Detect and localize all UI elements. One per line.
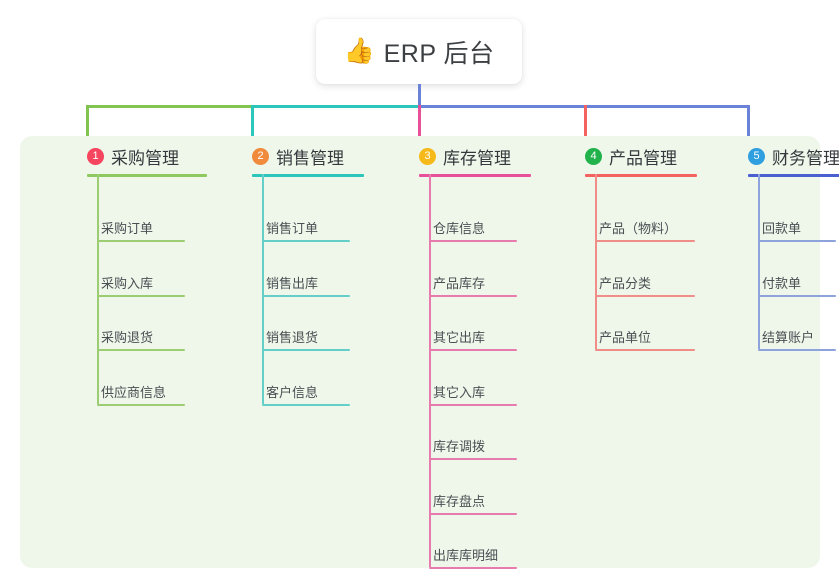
branch-trunk-3 xyxy=(429,174,431,567)
leaf-item[interactable]: 销售出库 xyxy=(266,275,319,291)
leaf-item[interactable]: 销售订单 xyxy=(266,221,319,236)
thumbs-up-icon: 👍 xyxy=(343,37,375,65)
leaf-underline xyxy=(429,349,517,351)
leaf-underline xyxy=(429,458,517,460)
branch-header-3[interactable]: 3 库存管理 xyxy=(419,144,511,169)
connector-drop-3 xyxy=(417,105,421,142)
leaf-item[interactable]: 出库库明细 xyxy=(433,548,499,563)
leaf-item[interactable]: 其它出库 xyxy=(433,330,486,345)
leaf-underline xyxy=(429,567,517,569)
branch-underline-5 xyxy=(748,174,839,177)
leaf-underline xyxy=(758,349,836,351)
branch-header-5[interactable]: 5 财务管理 xyxy=(748,144,839,169)
leaf-item[interactable]: 产品库存 xyxy=(433,275,486,291)
connector-drop-4 xyxy=(583,105,587,142)
branch-badge-1: 1 xyxy=(87,148,104,165)
leaf-item[interactable]: 采购入库 xyxy=(101,275,154,291)
leaf-underline xyxy=(262,294,350,297)
branch-badge-3: 3 xyxy=(419,148,436,165)
branch-badge-4: 4 xyxy=(585,148,602,165)
connector-root-stem xyxy=(417,84,421,108)
leaf-underline xyxy=(429,512,517,515)
leaf-item[interactable]: 其它入库 xyxy=(433,384,486,400)
leaf-item[interactable]: 产品分类 xyxy=(599,275,652,291)
leaf-underline xyxy=(97,403,185,406)
branch-trunk-5 xyxy=(758,174,760,349)
leaf-item[interactable]: 付款单 xyxy=(762,275,802,291)
leaf-underline xyxy=(595,349,695,351)
branch-badge-5: 5 xyxy=(748,148,765,165)
leaf-underline xyxy=(429,240,517,242)
leaf-item[interactable]: 产品单位 xyxy=(599,330,652,345)
leaf-underline xyxy=(429,294,517,297)
root-node-content: 👍 ERP 后台 xyxy=(343,34,494,70)
branch-trunk-2 xyxy=(262,174,264,404)
branch-underline-1 xyxy=(87,174,207,177)
branches-panel: 1 采购管理采购订单采购入库采购退货供应商信息 2 销售管理销售订单销售出库销售退货客… xyxy=(20,136,839,569)
leaf-underline xyxy=(758,240,836,242)
connector-bar-segment-1 xyxy=(86,105,253,108)
leaf-underline xyxy=(595,240,695,242)
leaf-item[interactable]: 仓库信息 xyxy=(433,221,486,236)
root-node-title: ERP 后台 xyxy=(383,39,495,68)
leaf-underline xyxy=(97,294,185,297)
branch-title-3: 库存管理 xyxy=(443,149,511,168)
branch-title-1: 采购管理 xyxy=(111,149,179,168)
branch-header-4[interactable]: 4 产品管理 xyxy=(585,144,677,169)
branch-header-2[interactable]: 2 销售管理 xyxy=(252,144,344,169)
connector-drop-5 xyxy=(746,105,750,142)
leaf-item[interactable]: 供应商信息 xyxy=(101,384,167,400)
branch-title-5: 财务管理 xyxy=(772,149,839,168)
branch-header-1[interactable]: 1 采购管理 xyxy=(87,144,179,169)
connector-bar-segment-2 xyxy=(251,105,420,108)
leaf-item[interactable]: 销售退货 xyxy=(266,330,319,345)
connector-drop-1 xyxy=(85,105,89,142)
branch-underline-4 xyxy=(585,174,697,177)
leaf-item[interactable]: 库存调拨 xyxy=(433,439,486,454)
branch-trunk-1 xyxy=(97,174,99,404)
leaf-underline xyxy=(97,349,185,351)
leaf-item[interactable]: 客户信息 xyxy=(266,384,319,400)
leaf-item[interactable]: 库存盘点 xyxy=(433,493,486,509)
leaf-item[interactable]: 产品（物料） xyxy=(599,221,678,236)
leaf-underline xyxy=(429,403,517,406)
leaf-underline xyxy=(262,403,350,406)
branch-trunk-4 xyxy=(595,174,597,349)
branch-underline-3 xyxy=(419,174,531,177)
branch-underline-2 xyxy=(252,174,364,177)
leaf-underline xyxy=(262,240,350,242)
root-node[interactable]: 👍 ERP 后台 xyxy=(316,19,522,84)
leaf-item[interactable]: 结算账户 xyxy=(762,330,815,345)
branch-badge-2: 2 xyxy=(252,148,269,165)
leaf-item[interactable]: 采购退货 xyxy=(101,330,154,345)
connector-drop-2 xyxy=(250,105,254,142)
leaf-item[interactable]: 采购订单 xyxy=(101,221,154,236)
branch-title-2: 销售管理 xyxy=(276,149,344,168)
leaf-item[interactable]: 回款单 xyxy=(762,221,802,236)
leaf-underline xyxy=(262,349,350,351)
branch-title-4: 产品管理 xyxy=(609,149,677,168)
leaf-underline xyxy=(97,240,185,242)
leaf-underline xyxy=(595,294,695,297)
leaf-underline xyxy=(758,294,836,297)
